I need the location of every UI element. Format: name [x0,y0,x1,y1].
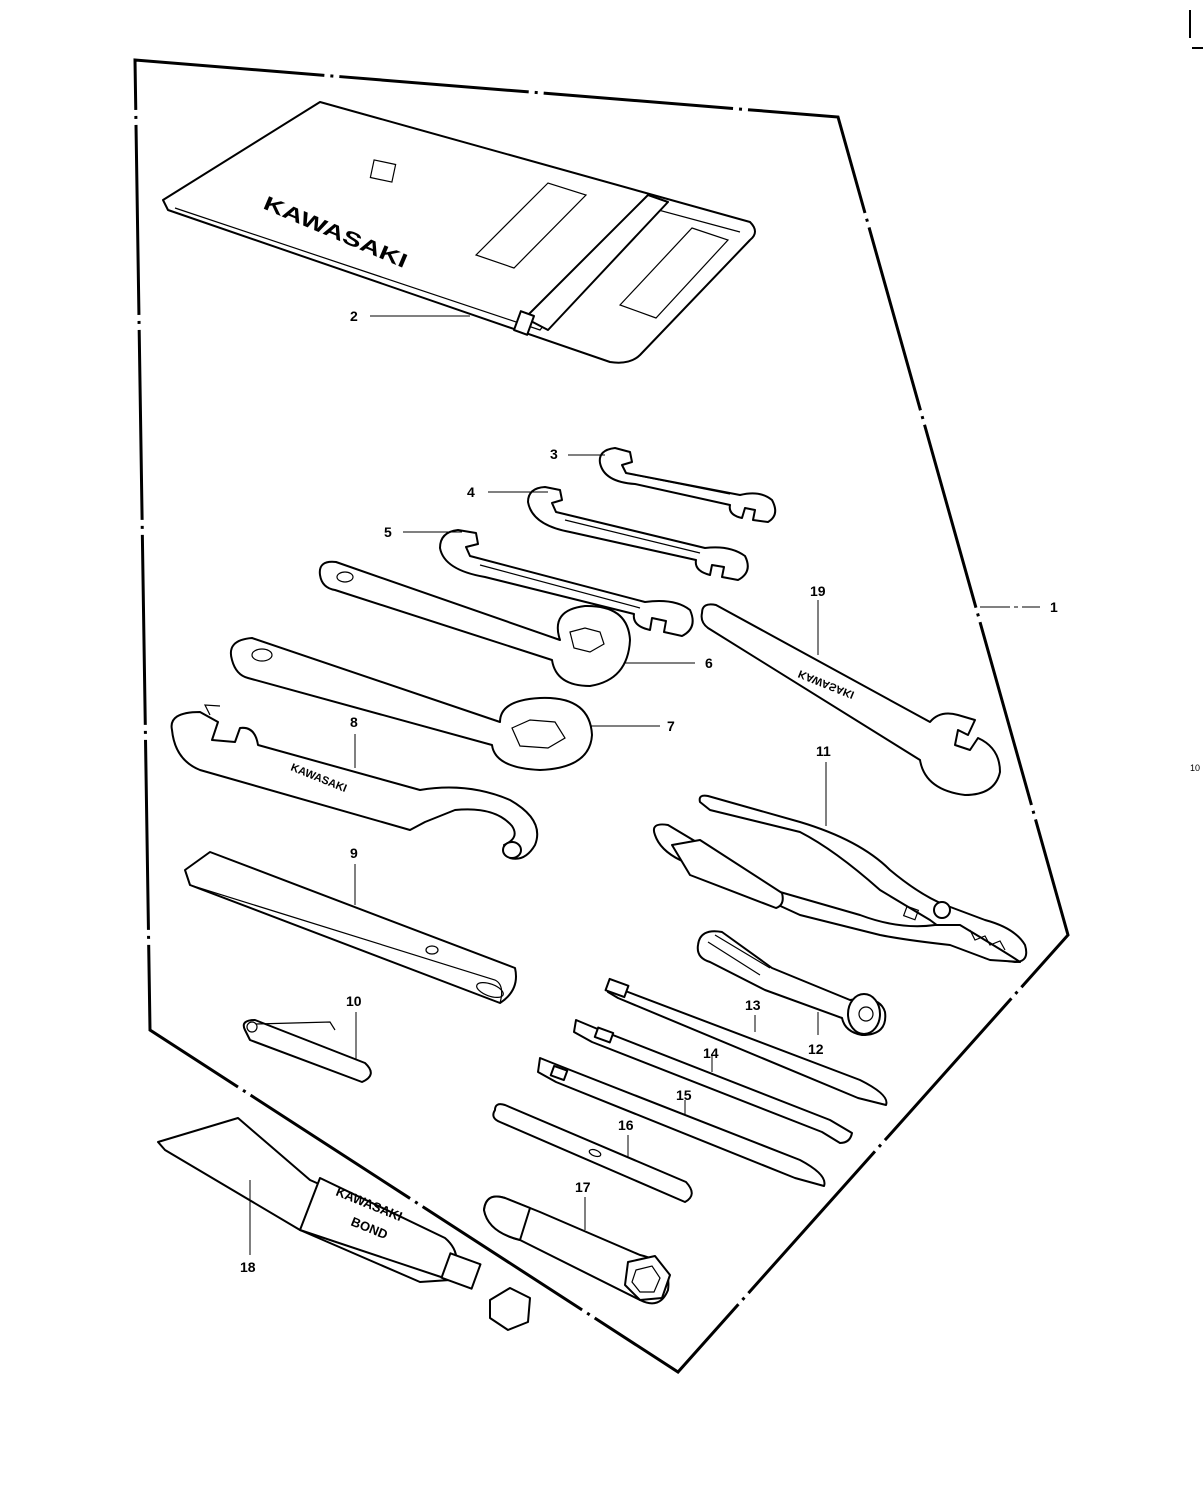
socket-wrench-17 [483,1195,671,1305]
callout-6: 6 [705,655,713,671]
tool-16 [492,1103,693,1203]
callout-8: 8 [350,714,358,730]
callout-14: 14 [703,1045,719,1061]
spanner-3 [598,447,777,523]
corner-mark [1189,10,1203,49]
callout-9: 9 [350,845,358,861]
tool-10 [242,1019,372,1083]
screwdriver-14 [573,1019,853,1144]
callout-10: 10 [346,993,362,1009]
hook-wrench-8: KAWASAKI [170,704,539,860]
extension-bar-9 [184,851,517,1004]
callout-2: 2 [350,308,358,324]
callout-5: 5 [384,524,392,540]
spanner-5 [439,529,694,637]
callout-labels: 1 2 3 4 5 6 7 8 9 10 11 12 13 14 15 16 1… [240,308,1200,1275]
screwdriver-15 [537,1057,826,1187]
callout-1: 1 [1050,599,1058,615]
callout-3: 3 [550,446,558,462]
callout-7: 7 [667,718,675,734]
box-spanner-6 [318,560,631,687]
callout-11: 11 [816,743,831,759]
callout-4: 4 [467,484,475,500]
screwdriver-13 [604,977,888,1106]
screwdriver-handle-12 [696,930,887,1036]
box-spanner-7 [230,637,593,771]
callout-12: 12 [808,1041,824,1057]
callout-15: 15 [676,1087,692,1103]
tool-bag: KAWASAKI [162,101,756,364]
leader-lines [249,315,1040,1255]
kit-outline [133,58,1070,1374]
pliers-11 [652,794,1028,963]
bond-tube-18: KAWASAKI BOND [157,1117,531,1331]
spanner-4 [527,486,749,581]
callout-19: 19 [810,583,826,599]
callout-13: 13 [745,997,761,1013]
callout-18: 18 [240,1259,256,1275]
callout-17: 17 [575,1179,591,1195]
page-number: 10 [1190,763,1200,773]
combination-wrench-19: KAWASAKI [700,603,1001,796]
callout-16: 16 [618,1117,634,1133]
